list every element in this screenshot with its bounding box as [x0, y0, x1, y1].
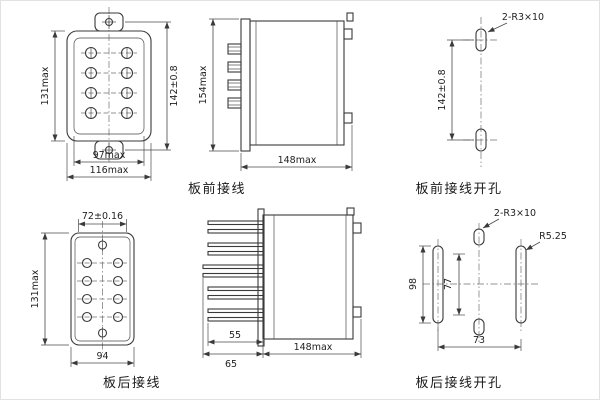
- dim-text-131max: 131max: [40, 66, 51, 105]
- dim-text-94: 94: [96, 351, 108, 362]
- dim-text-65: 65: [225, 359, 237, 370]
- caption-front-drill: 板前接线开孔: [415, 182, 503, 197]
- dim-text-55: 55: [229, 330, 241, 341]
- dim-text-131max-rear: 131max: [30, 269, 41, 308]
- mounting-slots: [463, 17, 499, 167]
- dimension-131max: 131max: [40, 30, 65, 142]
- rear-drill-slots: [423, 223, 539, 343]
- front-drill-pattern-drawing: 2-R3×10 142±0.8: [437, 12, 544, 167]
- dim-text-72: 72±0.16: [82, 211, 123, 222]
- dimension-72: 72±0.16: [78, 211, 127, 232]
- dimension-98: 98: [408, 245, 431, 324]
- dim-text-142: 142±0.8: [169, 65, 180, 106]
- dim-text-r5-25: R5.25: [539, 231, 567, 242]
- dim-text-154max: 154max: [198, 65, 209, 104]
- dim-text-97max: 97max: [93, 150, 126, 161]
- dim-text-116max: 116max: [90, 165, 129, 176]
- dimension-142-drill: 142±0.8: [437, 39, 474, 141]
- radius-callout: R5.25: [525, 231, 567, 251]
- front-face-view-drawing: 131max 142±0.8 97max 116max: [40, 7, 180, 181]
- dimension-116max: 116max: [66, 143, 152, 181]
- caption-front-wiring: 板前接线: [187, 182, 246, 197]
- slot-callout: 2-R3×10: [487, 12, 544, 33]
- front-terminal-screws: [227, 43, 242, 109]
- dimension-73: 73: [437, 327, 522, 351]
- dimension-148max-rear: 148max: [263, 319, 362, 358]
- dim-text-142-drill: 142±0.8: [437, 69, 448, 110]
- front-wiring-side-view-drawing: 154max 148max: [198, 12, 354, 171]
- relay-case-outline: [66, 7, 152, 165]
- rear-face-view-drawing: 72±0.16 131max 94: [30, 211, 135, 367]
- rear-terminal-holes: [77, 257, 128, 323]
- dimension-97max: 97max: [73, 136, 145, 166]
- terminal-screws: [81, 46, 137, 120]
- dimension-65: 65: [202, 278, 263, 370]
- dim-text-98: 98: [408, 278, 419, 290]
- dim-text-73: 73: [473, 335, 485, 346]
- caption-rear-drill: 板后接线开孔: [415, 376, 503, 391]
- dim-text-77: 77: [443, 278, 454, 290]
- rear-drill-pattern-drawing: 2-R3×10 R5.25 98 77 73: [408, 208, 567, 351]
- dim-text-2-r3x10-rear: 2-R3×10: [494, 208, 536, 219]
- relay-rear-side-outline: [257, 207, 362, 347]
- dimension-131max-rear: 131max: [30, 232, 69, 346]
- dimension-148max-front: 148max: [240, 125, 353, 171]
- dimension-77: 77: [443, 253, 465, 316]
- dimension-154max: 154max: [198, 18, 239, 152]
- dimension-142: 142±0.8: [125, 21, 180, 151]
- slot-callout-rear: 2-R3×10: [482, 208, 536, 229]
- dim-text-148max-rear: 148max: [294, 342, 333, 353]
- dim-text-2-r3x10-front: 2-R3×10: [502, 12, 544, 23]
- dimension-55: 55: [207, 323, 264, 358]
- connector-pins: [202, 220, 264, 322]
- caption-rear-wiring: 板后接线: [102, 376, 161, 391]
- dimension-94: 94: [70, 347, 135, 367]
- dim-text-148max-front: 148max: [278, 155, 317, 166]
- rear-wiring-side-view-drawing: 55 65 148max: [202, 207, 362, 370]
- relay-side-outline: [240, 12, 354, 152]
- rear-case-outline: [70, 221, 135, 353]
